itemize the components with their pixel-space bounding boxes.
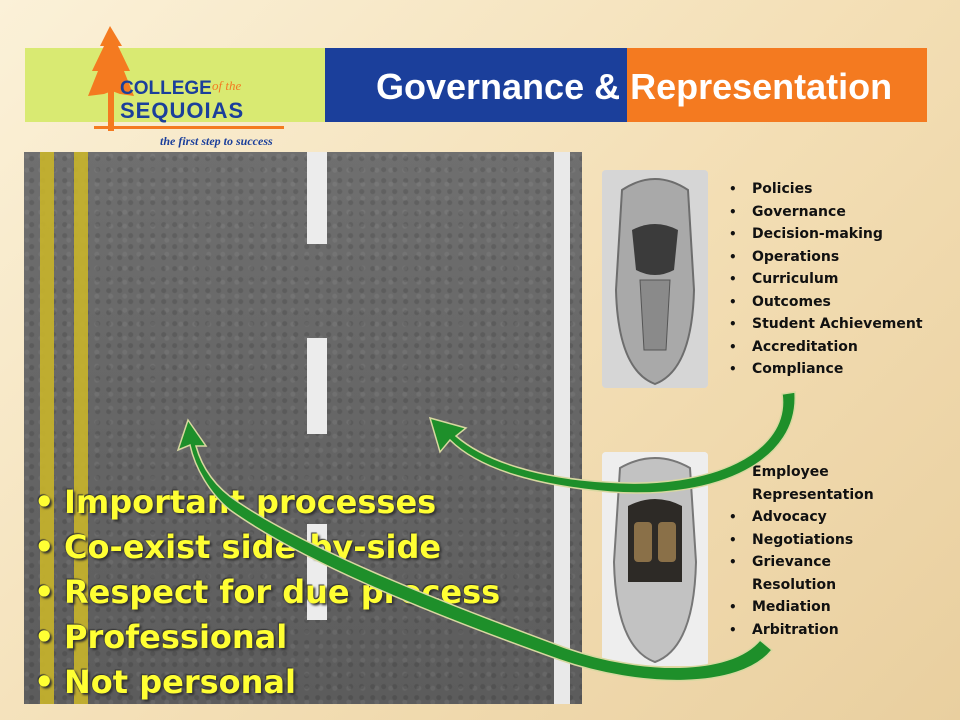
road-bullet-item: Not personal (30, 660, 500, 705)
governance-list: Policies Governance Decision-making Oper… (722, 178, 952, 381)
header-blue-block (325, 48, 627, 122)
logo-of-the-text: of the (212, 78, 242, 93)
governance-list-item: Student Achievement (722, 313, 952, 336)
white-edge-line (554, 152, 570, 704)
representation-list-item: Grievance Resolution (722, 551, 912, 596)
representation-list: Employee Representation Advocacy Negotia… (722, 461, 912, 641)
governance-list-item: Compliance (722, 358, 952, 381)
governance-list-item: Policies (722, 178, 952, 201)
slide-title: Governance & Representation (376, 62, 892, 112)
governance-list-item: Curriculum (722, 268, 952, 291)
car-top-view-image (602, 170, 708, 388)
road-bullet-item: Respect for due process (30, 570, 500, 615)
road-bullet-item: Important processes (30, 480, 500, 525)
representation-list-item: Mediation (722, 596, 912, 619)
governance-list-item: Decision-making (722, 223, 952, 246)
governance-list-item: Accreditation (722, 336, 952, 359)
governance-list-item: Outcomes (722, 291, 952, 314)
header-green-block (25, 48, 325, 122)
header-orange-block (627, 48, 927, 122)
logo-sequoias-text: SEQUOIAS (120, 98, 245, 123)
representation-list-item: Employee Representation (722, 461, 912, 506)
governance-list-item: Operations (722, 246, 952, 269)
representation-list-item: Arbitration (722, 619, 912, 642)
car-open-top-image (602, 452, 708, 666)
road-bullet-item: Professional (30, 615, 500, 660)
lane-dash (307, 338, 327, 434)
governance-list-item: Governance (722, 201, 952, 224)
logo-tagline: the first step to success (160, 134, 273, 148)
road-bullet-list: Important processes Co-exist side-by-sid… (30, 480, 500, 705)
representation-list-item: Advocacy (722, 506, 912, 529)
title-part-governance: Governance & (376, 66, 631, 107)
title-part-representation: Representation (630, 66, 893, 107)
representation-list-item: Negotiations (722, 529, 912, 552)
lane-dash (307, 152, 327, 244)
header-band (25, 48, 927, 122)
logo-college-text: COLLEGE (120, 78, 212, 99)
road-bullet-item: Co-exist side-by-side (30, 525, 500, 570)
sequoia-tree-icon (88, 26, 284, 131)
